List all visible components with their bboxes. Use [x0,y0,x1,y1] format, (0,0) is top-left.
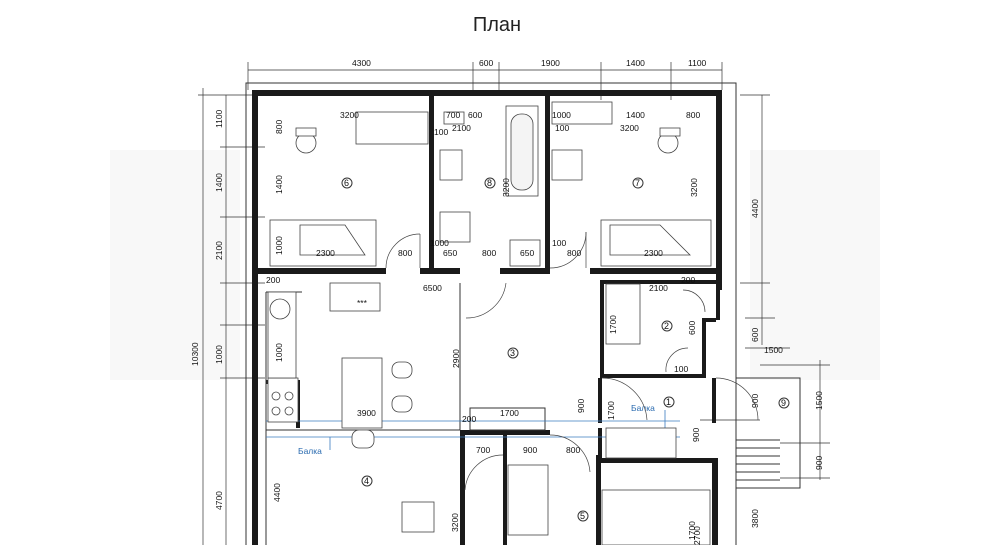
beam-label-left: Балка [298,446,322,456]
dim-1700-c: 1700 [500,408,519,418]
dim-1400: 1400 [626,110,645,120]
dim-4400: 4400 [272,483,282,502]
top-dimension-labels: 4300 600 1900 1400 1100 [352,58,707,68]
top-dim-4: 1400 [626,58,645,68]
dim-3200-room7: 3200 [620,123,639,133]
right-dim-3: 1500 [764,345,783,355]
room-4-label: 4 [364,476,369,486]
dim-650-b: 650 [520,248,534,258]
room-1-label: 1 [666,397,671,407]
top-dim-2: 600 [479,58,493,68]
top-dim-5: 1100 [688,58,707,68]
dim-1700-b: 1700 [606,401,616,420]
dim-1000-c: 1000 [430,238,449,248]
dim-900-c: 900 [691,428,701,442]
dim-2300-b: 2300 [644,248,663,258]
dim-2100-a: 2100 [452,123,471,133]
dim-600-b: 600 [687,321,697,335]
room-9-label: 9 [781,398,786,408]
room-3-label: 3 [510,348,515,358]
left-dim-total: 10300 [190,342,200,366]
right-dim-7: 3800 [750,509,760,528]
dim-2100-b: 2100 [649,283,668,293]
right-dim-4: 900 [750,394,760,408]
dim-1700-a: 1700 [608,315,618,334]
dim-1400-b: 1400 [274,175,284,194]
dim-200-a: 200 [266,275,280,285]
dim-100-a: 100 [434,127,448,137]
dim-800-a: 800 [686,110,700,120]
left-dim-6: 4700 [214,491,224,510]
dim-800-d: 800 [482,248,496,258]
left-dim-1: 1100 [214,109,224,128]
room-2-label: 2 [664,321,669,331]
room-6-label: 6 [344,178,349,188]
dim-800-e: 800 [567,248,581,258]
hob-marker: *** [357,298,368,308]
watermark [110,150,880,380]
dim-100-d: 100 [674,364,688,374]
walls [252,90,722,545]
right-dim-1: 4400 [750,199,760,218]
left-dim-5: 1000 [214,345,224,364]
dim-2300-a: 2300 [316,248,335,258]
room-5-label: 5 [580,511,585,521]
dim-1000: 1000 [552,110,571,120]
dim-3200-room7v: 3200 [689,178,699,197]
dim-1000-b: 1000 [274,236,284,255]
outline-lines [245,82,737,545]
dim-800-b: 800 [274,120,284,134]
dim-700: 700 [446,110,460,120]
plan-title: План [472,14,522,36]
room-8-label: 8 [487,178,492,188]
furniture [267,101,712,545]
dim-600: 600 [468,110,482,120]
dim-3200-room6: 3200 [340,110,359,120]
dim-800-f: 800 [566,445,580,455]
left-dimension-lines [198,88,265,545]
left-dim-3: 2100 [214,241,224,260]
dim-900-b: 900 [576,399,586,413]
dim-800-c: 800 [398,248,412,258]
dim-100-b: 100 [555,123,569,133]
left-dim-2: 1400 [214,173,224,192]
right-dim-2: 600 [750,328,760,342]
doors [385,231,759,491]
dim-2900: 2900 [451,349,461,368]
dim-200-b: 200 [681,275,695,285]
dim-700-b: 700 [476,445,490,455]
dim-1000-d: 1000 [274,343,284,362]
dim-3200-e: 3200 [450,513,460,532]
top-dim-3: 1900 [541,58,560,68]
dim-6500: 6500 [423,283,442,293]
right-dimension-lines [700,94,830,480]
top-dim-1: 4300 [352,58,371,68]
right-dimension-labels: 4400 600 1500 900 1500 900 3800 [750,199,824,528]
room-markers [341,177,790,522]
beam-label-right: Балка [631,403,655,413]
dim-3900: 3900 [357,408,376,418]
room-numbers: 1 2 3 4 5 6 7 8 9 [344,178,786,521]
dim-1700-d: 1700 [687,521,697,540]
dim-650-a: 650 [443,248,457,258]
room-7-label: 7 [635,178,640,188]
dim-100-c: 100 [552,238,566,248]
right-dim-5: 1500 [814,391,824,410]
right-dim-6: 900 [814,456,824,470]
dim-3200-bath: 3200 [501,178,511,197]
dim-200-c: 200 [462,414,476,424]
inner-dimension-labels: 3200 700 600 1000 1400 800 800 2100 100 … [266,110,702,545]
dim-2700: 2700 [692,526,702,545]
dim-900-d: 900 [523,445,537,455]
